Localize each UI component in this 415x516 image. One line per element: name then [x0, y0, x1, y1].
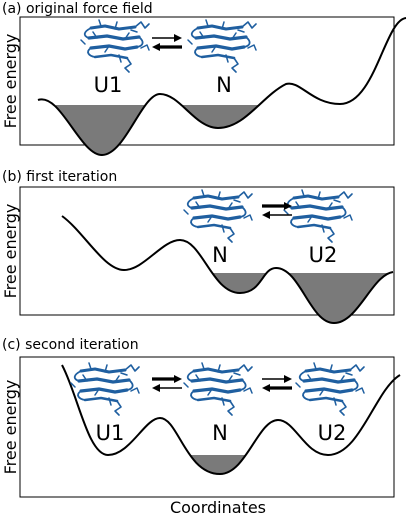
panel-frame	[19, 356, 395, 498]
state-label: N	[212, 421, 228, 445]
protein-structure-icon	[79, 18, 151, 74]
right-arrowhead	[174, 375, 182, 383]
protein-structure-icon	[294, 361, 366, 417]
left-arrowhead	[262, 384, 270, 392]
protein-structure-icon	[182, 361, 254, 417]
y-axis-label: Free energy	[1, 380, 20, 475]
state-label: U1	[96, 421, 125, 445]
protein-structure-icon	[282, 188, 354, 244]
right-arrowhead	[284, 375, 292, 383]
state-label: U2	[309, 243, 338, 267]
occupied-basin-fill	[56, 105, 148, 155]
panel-title: (b) first iteration	[2, 169, 117, 185]
equilibrium-arrows	[262, 375, 292, 392]
equilibrium-arrows	[262, 202, 292, 219]
occupied-basin-fill	[95, 455, 125, 462]
state-label: U1	[94, 73, 123, 97]
free-energy-curve	[61, 364, 401, 476]
occupied-basin-fill	[282, 273, 393, 323]
panel-title: (c) second iteration	[2, 337, 139, 353]
left-arrowhead	[152, 43, 160, 51]
protein-structure-icon	[186, 18, 258, 74]
equilibrium-arrows	[152, 34, 182, 51]
left-arrowhead	[262, 211, 270, 219]
protein-structure-icon	[69, 361, 141, 417]
state-label: N	[212, 243, 228, 267]
state-label: U2	[318, 421, 347, 445]
y-axis-label: Free energy	[1, 34, 20, 129]
panel-title: (a) original force field	[2, 1, 153, 17]
occupied-basin-fill	[178, 105, 258, 140]
x-axis-label: Coordinates	[170, 498, 266, 516]
left-arrowhead	[152, 384, 160, 392]
free-energy-curve	[61, 215, 394, 325]
panel-frame	[19, 16, 395, 146]
protein-structure-icon	[182, 188, 254, 244]
y-axis-label: Free energy	[1, 204, 20, 299]
panel-frame	[19, 186, 395, 316]
right-arrowhead	[174, 34, 182, 42]
free-energy-curve	[37, 17, 407, 157]
right-arrowhead	[284, 202, 292, 210]
state-label: N	[216, 73, 232, 97]
equilibrium-arrows	[152, 375, 182, 392]
